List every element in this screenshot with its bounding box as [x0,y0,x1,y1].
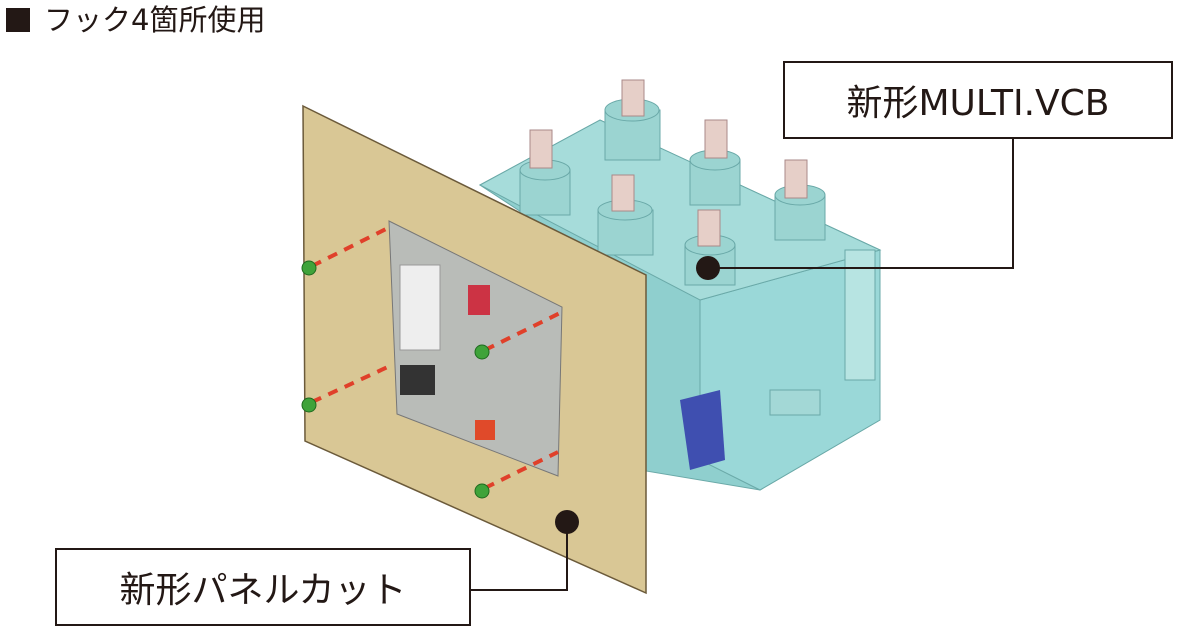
hook-guide-lines [311,226,561,490]
figure-title: フック4箇所使用 [6,2,265,38]
cutout-detail [468,285,490,315]
figure-title-text: フック4箇所使用 [44,3,266,37]
hook-icon [301,260,317,276]
panel-pointer-dot [555,510,579,534]
vcb-pointer-dot [696,256,720,280]
leader-lines [471,139,1014,591]
hook-icons [301,260,490,499]
hook-icon [474,483,490,499]
panel-cut-label: 新形パネルカット [55,548,471,626]
hook-icon [301,397,317,413]
cutout-detail [400,365,435,395]
hook-icon [474,344,490,360]
vcb-label: 新形MULTI.VCB [783,61,1173,139]
cutout-detail [399,264,441,351]
square-bullet-icon [6,8,30,32]
vcb-terminals [519,79,826,286]
cutout-detail [475,420,495,440]
